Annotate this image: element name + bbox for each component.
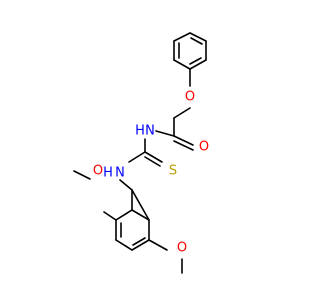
methoxy-oxygen-right-label: O [177,241,187,256]
bond [189,57,202,65]
thioamide-nitrogen-label: N [115,166,125,181]
bond [173,135,194,146]
bond [144,151,163,163]
ether-oxygen-label: O [185,90,195,105]
thioamide-hydrogen-label: H [103,166,113,181]
sulfur-label: S [169,164,177,179]
phenyl-ring [173,32,207,70]
bond [144,156,161,167]
bond [189,59,207,70]
methoxy-oxygen-left-label: O [93,164,103,179]
bond [173,107,191,119]
bond [155,130,175,137]
bond [131,189,150,221]
amide-hydrogen-label: H [135,124,145,139]
bond [128,151,146,163]
bond [173,140,194,151]
bond [73,170,91,180]
bond [189,32,207,42]
bond [115,239,133,251]
bond [131,209,150,221]
molecule-canvas: O O H N H N S O O [73,32,210,274]
bond [173,59,191,70]
amide-nitrogen-label: N [145,124,155,139]
structure-svg: O O H N H N S O O [73,32,209,274]
dimethoxyphenyl-ring [115,189,150,251]
bond [190,37,203,45]
bond [173,32,191,42]
carbonyl-oxygen-label: O [199,140,209,155]
bond [119,179,133,191]
bond [132,237,146,246]
bond [103,211,117,221]
bond [131,239,150,251]
bond [148,239,168,251]
bond [115,209,133,221]
